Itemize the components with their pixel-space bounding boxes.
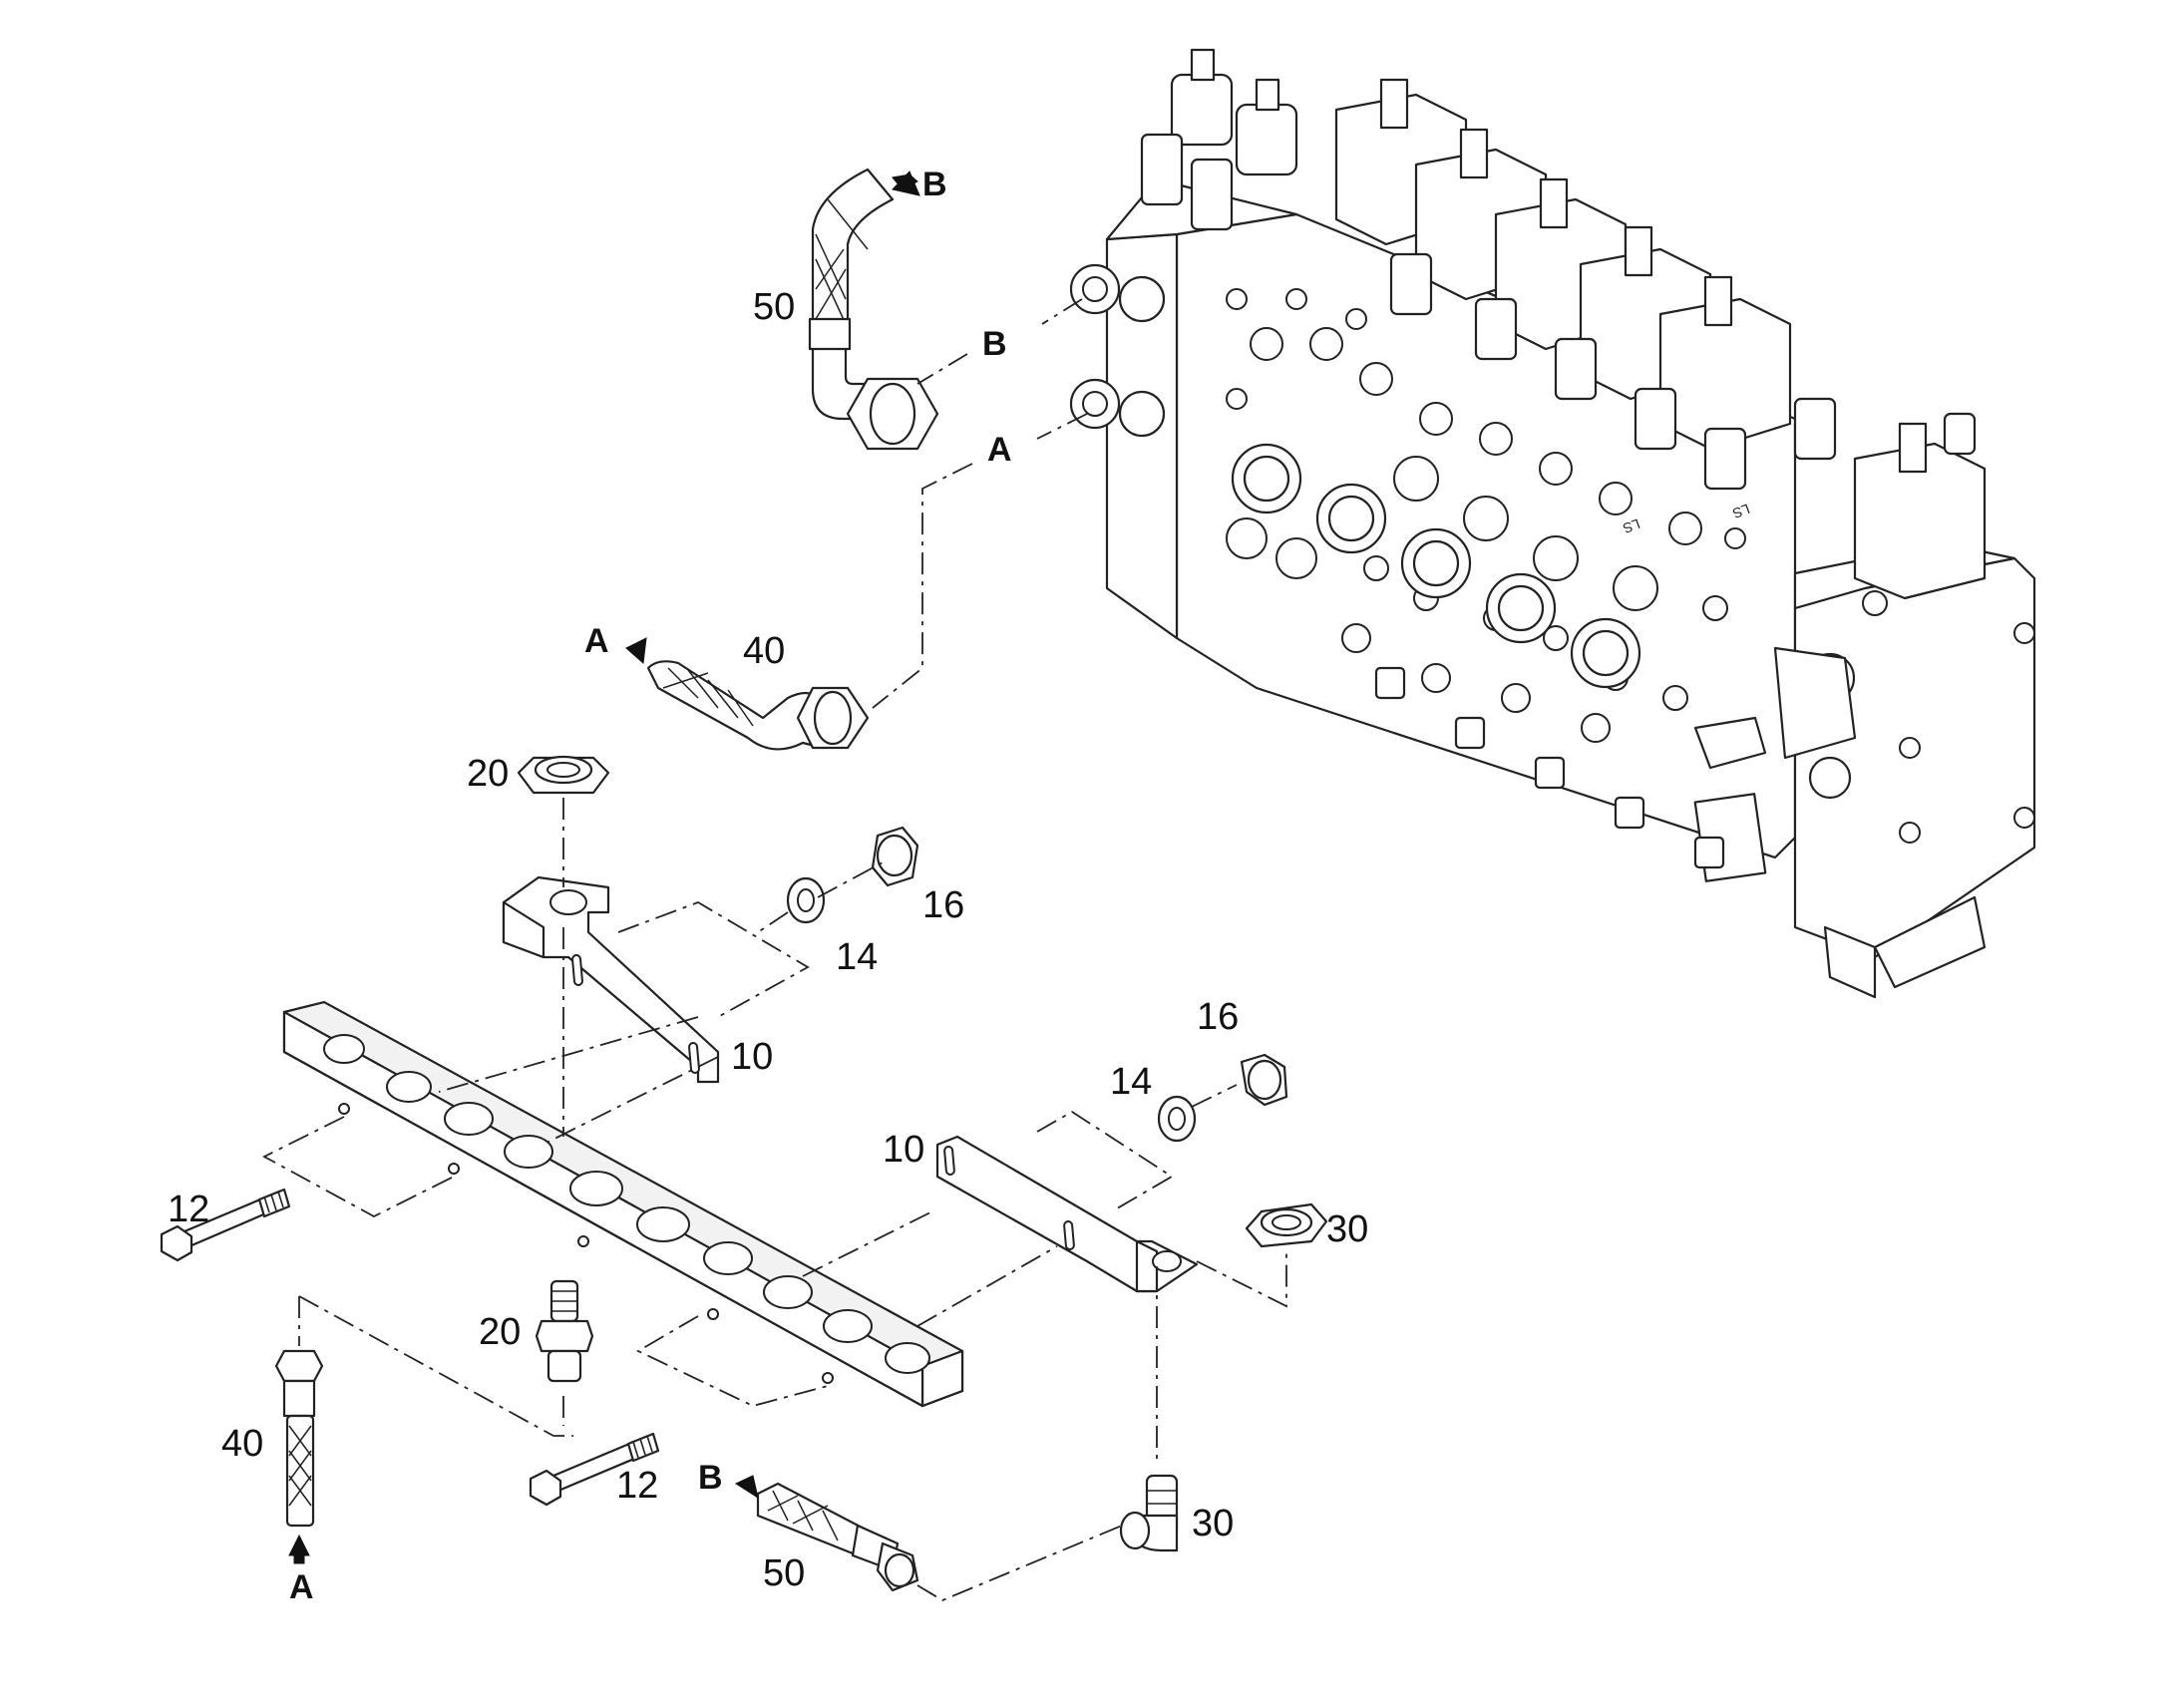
port-a-valve: A bbox=[987, 431, 1012, 469]
hose-50-lower bbox=[756, 1482, 919, 1592]
hose-40-middle bbox=[646, 660, 870, 751]
valve-end-cover-details bbox=[1693, 590, 2035, 882]
bolt-12-bottom bbox=[529, 1432, 660, 1507]
valve-spool-plugs bbox=[1231, 443, 1641, 689]
callout-20-upper: 20 bbox=[467, 753, 509, 795]
valve-bottom-stub-side bbox=[1823, 925, 1877, 999]
callout-30-right: 30 bbox=[1326, 1208, 1368, 1250]
ls-marking-left: LS bbox=[1621, 515, 1642, 536]
manifold-bar bbox=[282, 1000, 964, 1408]
control-valve-assembly: LS LS bbox=[1069, 48, 2036, 999]
manifold-bores bbox=[323, 1034, 930, 1374]
port-a-hose-bottom: A bbox=[289, 1568, 314, 1606]
elbow-30-lower bbox=[1119, 1474, 1179, 1552]
callout-14-right: 14 bbox=[1110, 1061, 1152, 1103]
callout-16-upper: 16 bbox=[922, 884, 964, 926]
nut-20-upper bbox=[517, 755, 610, 795]
bracket-10-upper bbox=[502, 875, 720, 1084]
callout-40-lower: 40 bbox=[221, 1423, 263, 1465]
nut-16-upper bbox=[871, 826, 919, 887]
leader-lines bbox=[262, 298, 1287, 1602]
callout-14-upper: 14 bbox=[836, 936, 878, 978]
callout-40-middle: 40 bbox=[743, 630, 785, 672]
valve-face-holes bbox=[1226, 288, 1746, 743]
washer-14-right bbox=[1157, 1095, 1197, 1143]
port-a-hose-middle: A bbox=[584, 622, 609, 660]
port-arrow-b-upper-icon bbox=[892, 171, 920, 196]
callout-20-lower: 20 bbox=[479, 1311, 521, 1353]
valve-bottom-fittings bbox=[1374, 666, 1725, 869]
callout-labels: 50 40 20 16 14 10 16 14 10 30 12 20 40 1… bbox=[168, 286, 1368, 1594]
callout-12-left: 12 bbox=[168, 1189, 209, 1230]
port-arrow-a-lower-icon bbox=[288, 1534, 310, 1556]
callout-16-right: 16 bbox=[1197, 996, 1239, 1038]
nut-30-right bbox=[1245, 1202, 1328, 1248]
callout-10-upper: 10 bbox=[731, 1036, 773, 1078]
port-labels: B B A A A B bbox=[289, 166, 1012, 1606]
callout-50-lower: 50 bbox=[763, 1552, 805, 1594]
callout-12-bottom: 12 bbox=[616, 1465, 658, 1507]
hose-50-upper bbox=[808, 168, 939, 451]
bracket-10-right bbox=[935, 1135, 1199, 1293]
adapter-20-lower bbox=[535, 1279, 594, 1383]
hose-40-lower bbox=[274, 1349, 324, 1528]
callout-50-upper: 50 bbox=[753, 286, 795, 328]
valve-spool-caps bbox=[1170, 48, 1987, 600]
valve-left-ports bbox=[1069, 263, 1166, 438]
washer-14-upper bbox=[786, 876, 826, 924]
port-arrow-b-lower-icon bbox=[734, 1475, 759, 1500]
callout-10-right: 10 bbox=[883, 1129, 924, 1171]
port-b-hose-top: B bbox=[922, 166, 947, 203]
valve-relief-cartridges bbox=[1140, 133, 1977, 491]
bolt-12-left bbox=[160, 1188, 291, 1262]
callout-30-lower: 30 bbox=[1192, 1503, 1234, 1544]
port-b-hose-bottom: B bbox=[698, 1459, 723, 1497]
port-arrow-a-lower-stem-icon bbox=[293, 1552, 305, 1564]
valve-bottom-stub bbox=[1873, 895, 1987, 989]
ls-marking-right: LS bbox=[1730, 501, 1752, 521]
port-b-valve: B bbox=[982, 325, 1007, 363]
port-arrow-a-middle-icon bbox=[625, 637, 647, 665]
nut-16-right bbox=[1240, 1053, 1288, 1107]
